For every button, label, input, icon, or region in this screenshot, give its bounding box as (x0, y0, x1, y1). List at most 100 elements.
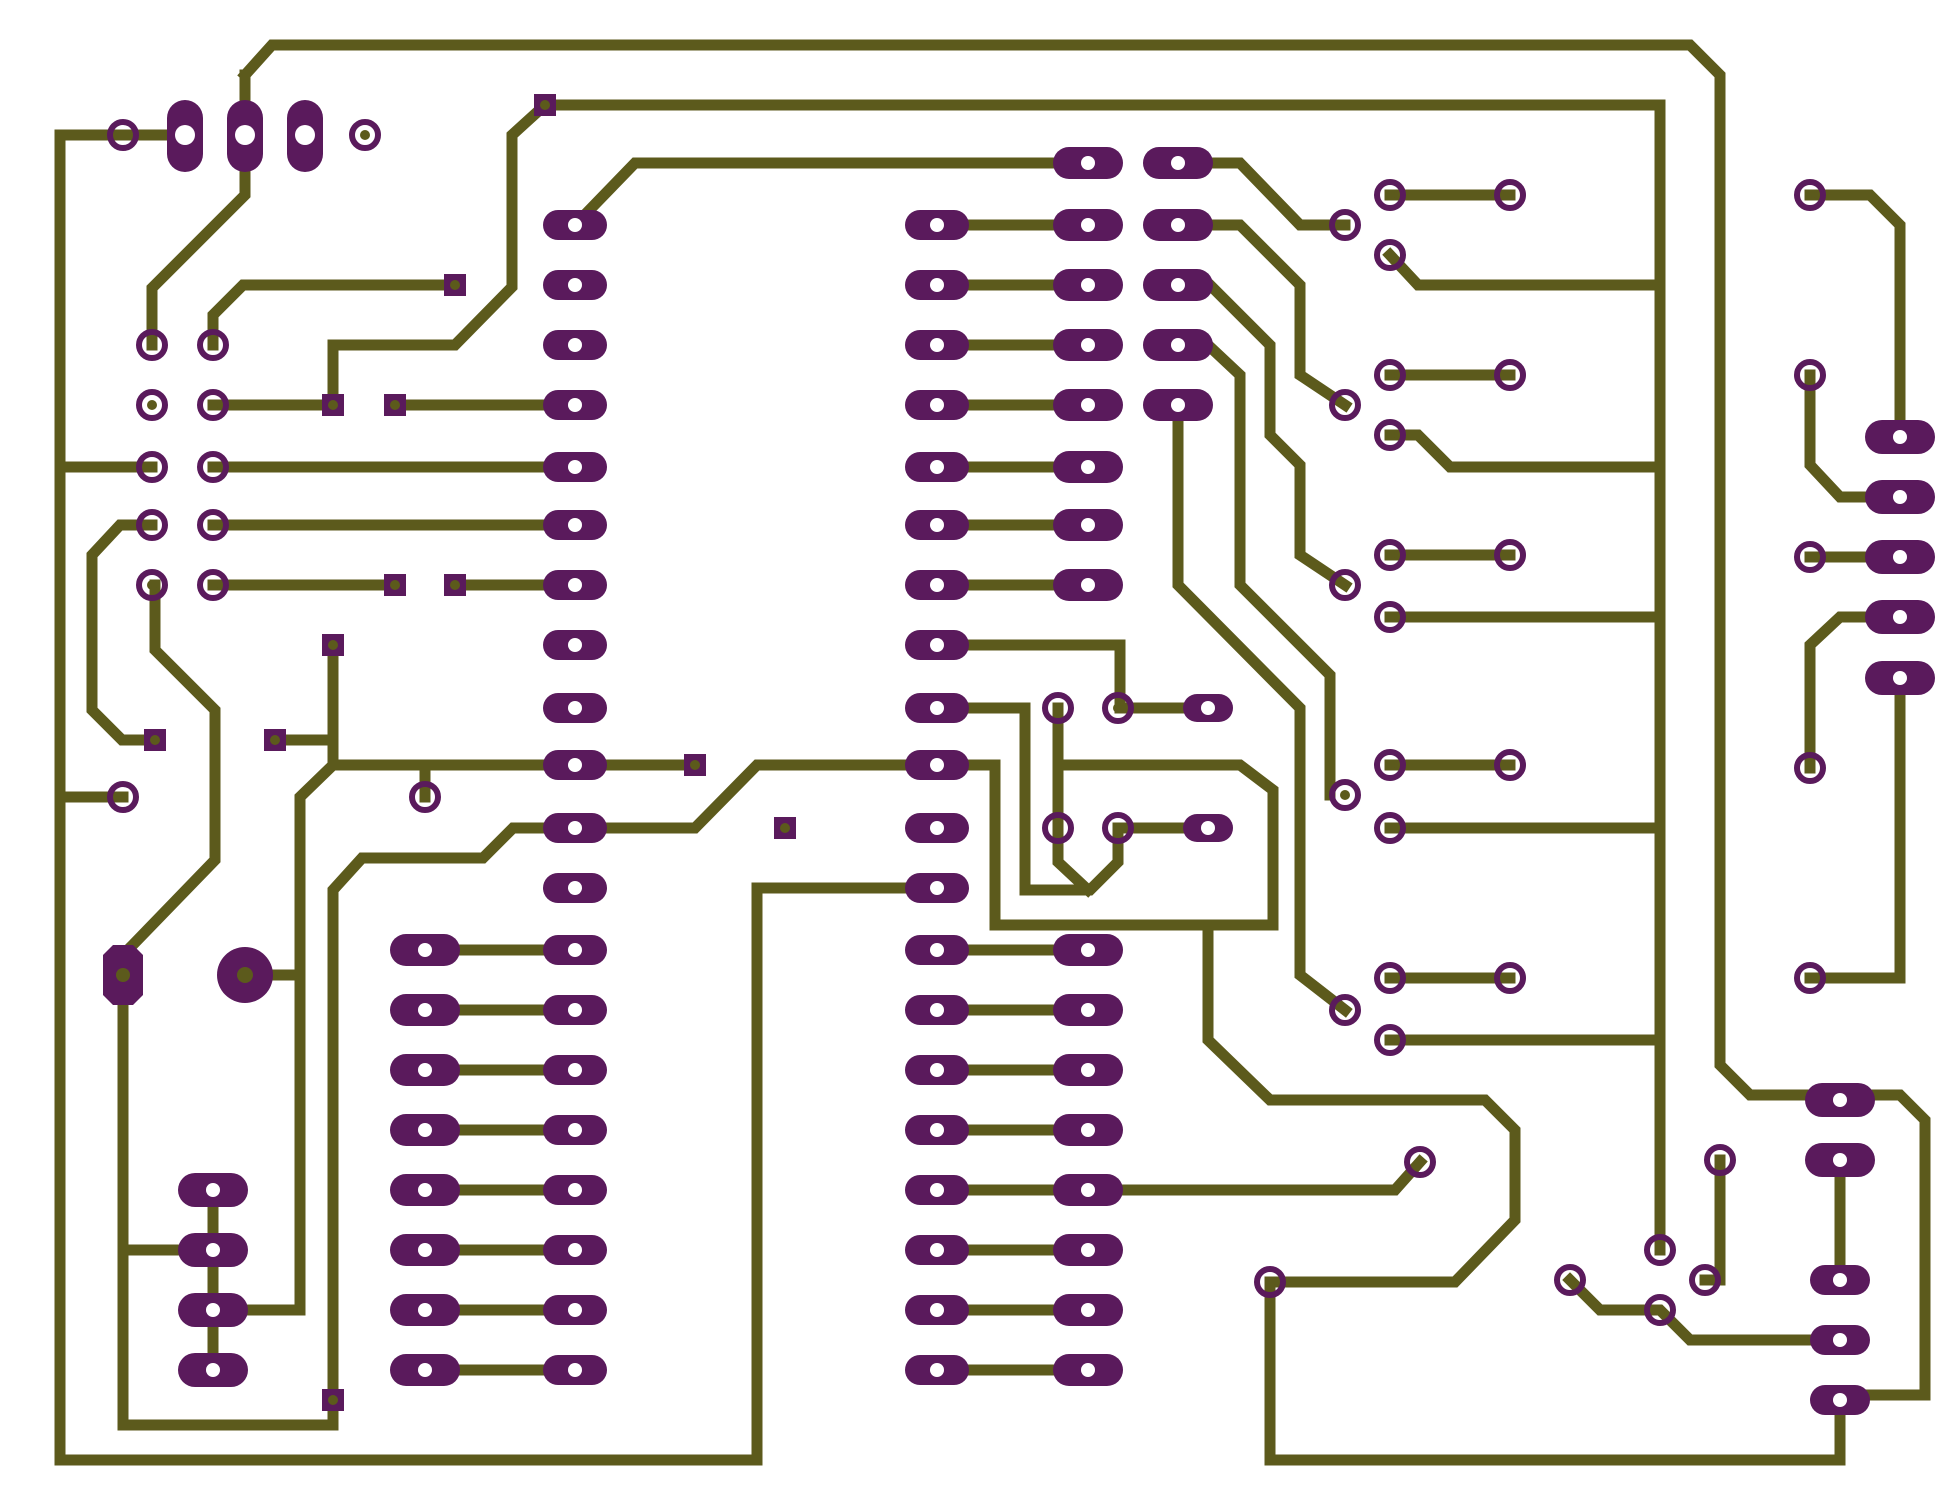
header-left-b-5 (197, 569, 229, 601)
trace-bent-1 (86, 519, 161, 746)
round-via-12-drill (1700, 1275, 1710, 1285)
square-via-5-drill (390, 580, 400, 590)
chip-pin-right-17-hole (930, 1183, 944, 1197)
pad-col-right-3-hole (1081, 278, 1095, 292)
pad-col-right-4-hole (1081, 338, 1095, 352)
trace-r5 (1172, 399, 1353, 1018)
pad-col-far-right-3-hole (1171, 278, 1185, 292)
round-via-19-drill (1385, 370, 1395, 380)
cap-pad-4-hole (206, 1363, 220, 1377)
chip-pin-left-8-hole (568, 638, 582, 652)
header-left-a-3-drill (147, 462, 157, 472)
pad-col-left-2-hole (418, 1003, 432, 1017)
relay-pad-b-3-hole (1833, 1393, 1847, 1407)
pad-col-left-7-hole (418, 1303, 432, 1317)
chip-pin-left-14-hole (568, 1003, 582, 1017)
header-left-a-3 (136, 451, 168, 483)
round-via-19 (1374, 359, 1406, 391)
pad-col-right-12-hole (1081, 1123, 1095, 1137)
square-via-2-drill (450, 280, 460, 290)
chip-pin-right-18-hole (930, 1243, 944, 1257)
square-via-8-drill (150, 735, 160, 745)
chip-pin-left-1-hole (568, 218, 582, 232)
chip-pin-left-19-hole (568, 1303, 582, 1317)
round-via-11 (1644, 1294, 1676, 1326)
pad-col-left-1-hole (418, 943, 432, 957)
round-via-15-drill (1385, 190, 1395, 200)
top-header-pin-1-hole (175, 125, 195, 145)
round-via-30-drill (1340, 1005, 1350, 1015)
chip-pin-right-12-hole (930, 881, 944, 895)
round-via-3-drill (1053, 703, 1063, 713)
round-via-37 (1794, 752, 1826, 784)
top-header-ring-left (107, 119, 139, 151)
round-via-9 (1554, 1264, 1586, 1296)
round-via-22 (1329, 569, 1361, 601)
relay-pad-a-2-hole (1833, 1153, 1847, 1167)
round-via-24-drill (1505, 550, 1515, 560)
trace-t1 (931, 639, 1214, 714)
header-left-a-4-drill (147, 520, 157, 530)
header-left-b-1-drill (208, 340, 218, 350)
trace-top-frame (237, 39, 1931, 1401)
pad-col-left-8-hole (418, 1363, 432, 1377)
round-via-15 (1374, 179, 1406, 211)
round-via-20 (1494, 359, 1526, 391)
trace-t2 (931, 702, 1214, 896)
trace-r3 (1172, 279, 1353, 593)
pad-col-right-14-hole (1081, 1243, 1095, 1257)
round-via-28-drill (1505, 760, 1515, 770)
pads (103, 94, 1935, 1415)
power-jack-octagon-drill (116, 968, 130, 982)
round-via-31-drill (1385, 973, 1395, 983)
chip-pin-right-7-hole (930, 578, 944, 592)
chip-pin-right-5-hole (930, 460, 944, 474)
chip-pin-right-14-hole (930, 1003, 944, 1017)
chip-pin-right-13-hole (930, 943, 944, 957)
round-via-5-drill (1053, 823, 1063, 833)
chip-pin-right-16-hole (930, 1123, 944, 1137)
pad-col-right-16-hole (1081, 1363, 1095, 1377)
round-via-3 (1042, 692, 1074, 724)
transistor-pad-1-hole (1201, 701, 1215, 715)
trace-chip-pin1 (567, 157, 1094, 233)
round-via-5 (1042, 812, 1074, 844)
trace-br-2 (1699, 1154, 1726, 1286)
header-left-b-3 (197, 451, 229, 483)
round-via-12 (1689, 1264, 1721, 1296)
chip-pin-right-2-hole (930, 278, 944, 292)
relay-pad-a-1-hole (1833, 1093, 1847, 1107)
trace-low-left (117, 969, 339, 1431)
trace-r2 (1172, 219, 1353, 413)
pad-col-right-11-hole (1081, 1063, 1095, 1077)
round-via-32-drill (1505, 973, 1515, 983)
chip-pin-right-4-hole (930, 398, 944, 412)
round-via-11-drill (1655, 1305, 1665, 1315)
round-via-23 (1374, 539, 1406, 571)
header-left-b-4 (197, 509, 229, 541)
relay-pad-b-1-hole (1833, 1273, 1847, 1287)
round-via-21-drill (1385, 430, 1395, 440)
chip-pin-right-8-hole (930, 638, 944, 652)
chip-pin-left-12-hole (568, 881, 582, 895)
trace-vert-1 (207, 639, 339, 1316)
pad-col-right-8-hole (1081, 578, 1095, 592)
round-via-34-drill (1805, 190, 1815, 200)
trace-t5 (751, 882, 943, 1466)
chip-pin-right-20-hole (930, 1363, 944, 1377)
round-via-26 (1329, 779, 1361, 811)
header-left-a-2 (136, 389, 168, 421)
pad-col-right-2-hole (1081, 218, 1095, 232)
square-via-11-drill (780, 823, 790, 833)
pad-col-right-9-hole (1081, 943, 1095, 957)
round-via-26-drill (1340, 790, 1350, 800)
round-via-22-drill (1340, 580, 1350, 590)
round-via-38-drill (1805, 973, 1815, 983)
square-via-9-drill (270, 735, 280, 745)
cap-pad-3-hole (206, 1303, 220, 1317)
pad-col-far-right-5-hole (1171, 398, 1185, 412)
chip-pin-left-2-hole (568, 278, 582, 292)
chip-pin-right-15-hole (930, 1063, 944, 1077)
round-via-27 (1374, 749, 1406, 781)
